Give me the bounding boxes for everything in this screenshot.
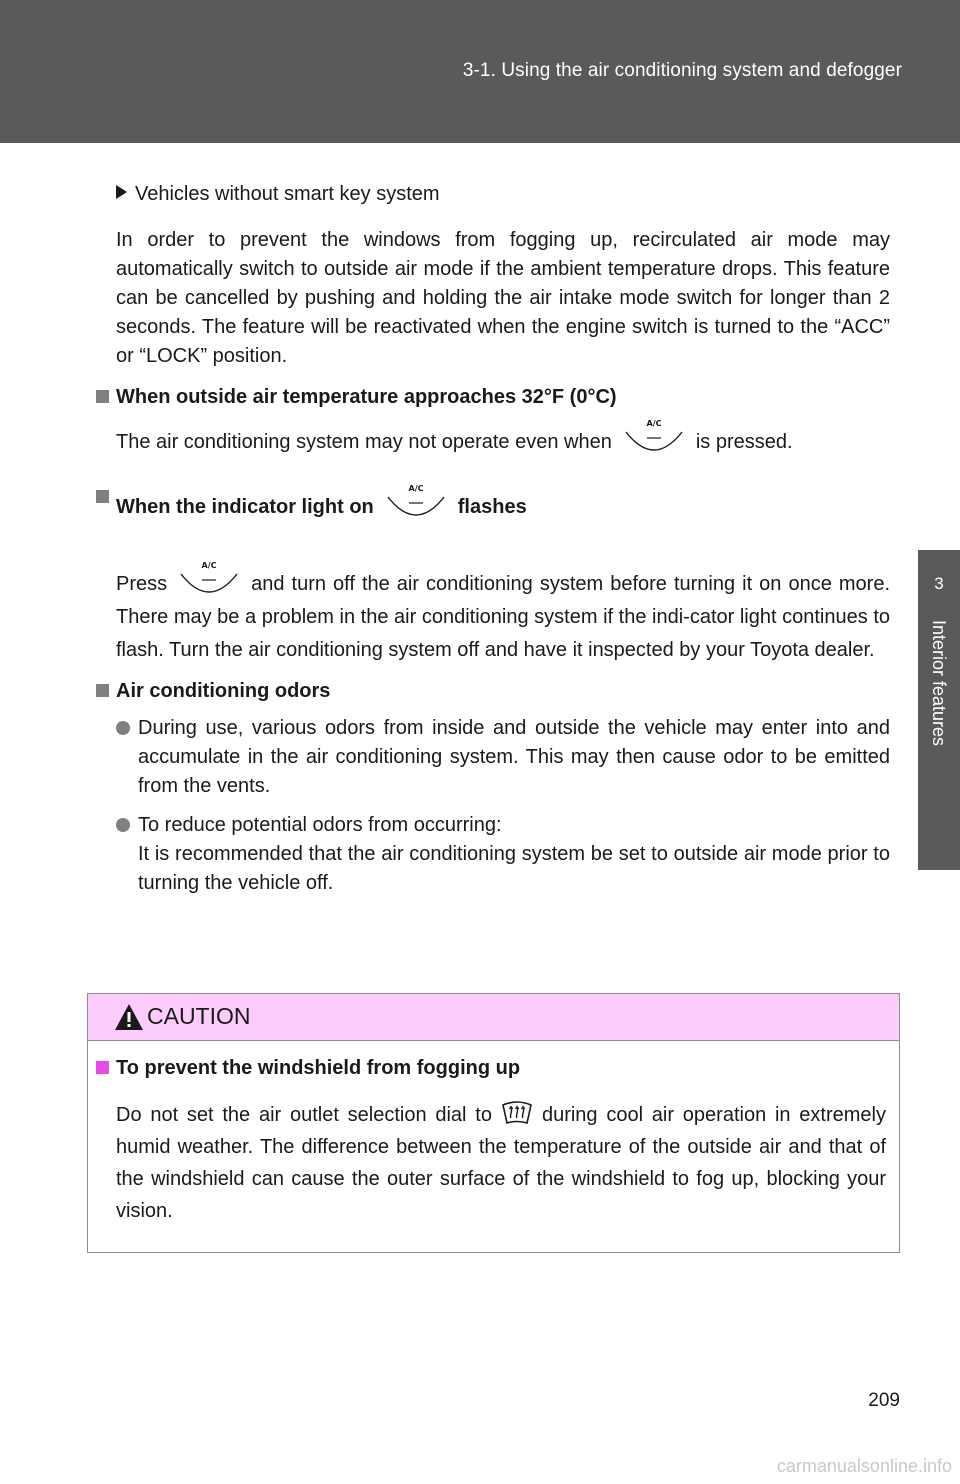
intro-paragraph: In order to prevent the windows from fog…: [116, 229, 890, 367]
odors-heading-text: Air conditioning odors: [116, 680, 331, 702]
chapter-name: Interior features: [929, 620, 949, 747]
temperature-paragraph: The air conditioning system may not oper…: [116, 418, 890, 457]
indicator-text-after: and turn off the air conditioning system…: [116, 573, 890, 661]
chapter-tab: 3 Interior features: [918, 550, 960, 870]
page-number: 209: [868, 1390, 900, 1411]
odors-bullet-1-text: During use, various odors from inside an…: [138, 717, 890, 797]
caution-box: CAUTION To prevent the windshield from f…: [87, 993, 900, 1253]
subheading: Vehicles without smart key system: [116, 180, 890, 209]
triangle-bullet-icon: [116, 185, 127, 199]
temperature-text-after: is pressed.: [695, 431, 793, 453]
ac-icon-label: A/C: [646, 419, 661, 428]
subheading-text: Vehicles without smart key system: [135, 183, 440, 205]
main-content: Vehicles without smart key system In ord…: [96, 180, 890, 898]
ac-button-icon: A/C: [180, 561, 238, 593]
caution-text-before: Do not set the air outlet selection dial…: [116, 1104, 492, 1126]
odors-bullet-1: During use, various odors from inside an…: [96, 714, 890, 801]
caution-label: CAUTION: [147, 1003, 251, 1029]
odors-bullet-2-line2: It is recommended that the air condition…: [138, 843, 890, 894]
square-bullet-icon: [96, 390, 109, 403]
chapter-number: 3: [934, 574, 944, 593]
section-heading-odors: Air conditioning odors: [96, 677, 890, 706]
ac-button-icon: A/C: [387, 484, 445, 516]
square-bullet-icon: [96, 1061, 109, 1074]
indicator-heading-after: flashes: [457, 496, 527, 518]
square-bullet-icon: [96, 684, 109, 697]
caution-heading-text: To prevent the windshield from fogging u…: [116, 1057, 521, 1079]
section-heading-temperature: When outside air temperature approaches …: [96, 383, 890, 412]
page-header: 3-1. Using the air conditioning system a…: [0, 0, 960, 143]
warning-triangle-icon: [115, 1004, 143, 1030]
odors-bullet-2-line1: To reduce potential odors from occurring…: [138, 814, 502, 836]
caution-header: CAUTION: [88, 994, 899, 1041]
indicator-heading-before: When the indicator light on: [116, 496, 374, 518]
square-bullet-icon: [96, 490, 109, 503]
caution-text-after: during cool air operation in extremely h…: [116, 1104, 886, 1222]
ac-icon-label: A/C: [202, 561, 217, 570]
circle-bullet-icon: [116, 818, 130, 832]
ac-icon-label: A/C: [408, 484, 423, 493]
windshield-defroster-icon: [502, 1101, 532, 1125]
section-title: 3-1. Using the air conditioning system a…: [462, 60, 902, 81]
caution-heading: To prevent the windshield from fogging u…: [96, 1054, 886, 1083]
indicator-paragraph: Press A/C and turn off the air condition…: [116, 560, 890, 667]
section-heading-indicator: When the indicator light on A/C flashes: [96, 483, 890, 522]
caution-paragraph: Do not set the air outlet selection dial…: [116, 1097, 886, 1227]
odors-bullet-2: To reduce potential odors from occurring…: [96, 811, 890, 898]
section-heading-text: When outside air temperature approaches …: [116, 386, 617, 408]
caution-body: To prevent the windshield from fogging u…: [96, 1054, 886, 1227]
watermark: carmanualsonline.info: [776, 1456, 952, 1476]
circle-bullet-icon: [116, 721, 130, 735]
indicator-text-before: Press: [116, 573, 168, 595]
ac-button-icon: A/C: [625, 419, 683, 451]
temperature-text-before: The air conditioning system may not oper…: [116, 431, 612, 453]
